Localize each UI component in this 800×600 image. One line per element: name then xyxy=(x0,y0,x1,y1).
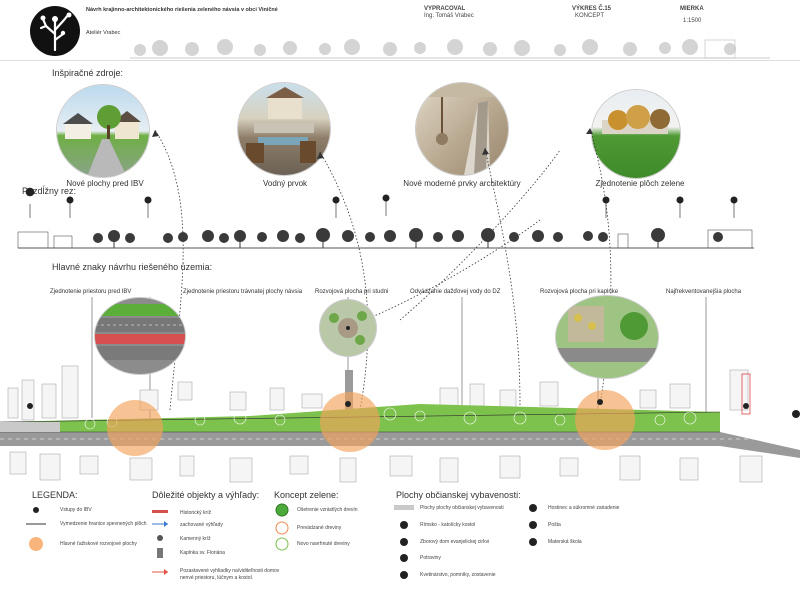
objects-label-views: zachované výhľady xyxy=(180,522,223,528)
tree-icon xyxy=(39,12,72,52)
section-pins xyxy=(25,187,738,218)
inspiration-image-ibv xyxy=(57,85,149,177)
legend-title: LEGENDA: xyxy=(32,490,78,500)
inspiration-caption-ibv: Nové plochy pred IBV xyxy=(66,179,144,188)
prepared-label: VYPRACOVAL xyxy=(424,6,466,12)
greenery-label-new: Novo navrhnuté dreviny xyxy=(297,541,350,547)
greenery-label-care: Ošetrenie vzrástlých drevín xyxy=(297,507,358,513)
feature-label-lawn: Zjednotenie priestoru trávnatej plochy n… xyxy=(183,289,303,295)
detail-circle-ibv xyxy=(95,298,185,374)
studio-logo xyxy=(30,6,80,56)
detail-circle-well xyxy=(320,300,376,356)
inspiration-caption-modern: Nové moderné prvky architektúry xyxy=(403,179,521,188)
header-divider xyxy=(0,60,800,61)
civic-label-church: Rímsko - katolícky kostol xyxy=(420,522,476,528)
objects-label-suspended-views-2: nenvé priestoru, lúčnym a kostol. xyxy=(180,575,254,581)
legend-label-paved-boundary: Vymedzenie hranice spevnených plôch xyxy=(60,521,147,527)
civic-label-grocery: Potraviny xyxy=(420,555,441,561)
feature-label-well: Rozvojová plocha pri studni xyxy=(315,289,389,295)
legend-label-focal-areas: Hlavné ťažiskové rozvojové plochy xyxy=(60,541,137,547)
site-plan xyxy=(0,365,800,483)
studio-name: Ateliér Vrabec xyxy=(86,30,121,36)
civic-label-inn: Hostinec a súkromné zariadenie xyxy=(548,505,620,511)
civic-label-area: Plochy plochy občianskej vybavenosti xyxy=(420,505,504,511)
feature-label-busiest: Najfrekventovanejšia plocha xyxy=(666,289,742,295)
objects-label-historical-cross: Historický kríž xyxy=(180,510,212,516)
inspiration-caption-green: Zjednotenie plôch zelene xyxy=(595,179,685,188)
greenery-title: Koncept zelene: xyxy=(274,490,339,500)
civic-label-post: Pošta xyxy=(548,522,561,528)
civic-label-florist: Kvetinárstvo, pomníky, zostavenie xyxy=(420,572,496,578)
objects-symbols xyxy=(152,510,168,575)
drawing-type: KONCEPT xyxy=(575,13,605,19)
longitudinal-section xyxy=(17,187,754,249)
greenery-label-moved: Prevádzané dreviny xyxy=(297,525,342,531)
civic-symbols-right xyxy=(529,504,537,546)
objects-label-chapel: Kaplnka sv. Floriána xyxy=(180,550,225,556)
features-title: Hlavné znaky návrhu riešeného územia: xyxy=(52,262,213,272)
objects-label-suspended-views: Pozastavené vyhliadky na/viditeľnosti do… xyxy=(180,568,280,574)
drawing-number: VÝKRES Č.15 xyxy=(572,6,612,12)
legend-label-ibv-entry: Vstupy do IBV xyxy=(60,507,92,513)
civic-symbols-left xyxy=(394,505,414,579)
prepared-by: Ing. Tomáš Vrabec xyxy=(424,13,474,19)
section-title: Pozdĺžny rez: xyxy=(22,186,77,196)
legend-column-1-symbols xyxy=(26,507,46,551)
inspiration-image-water xyxy=(238,83,330,175)
inspiration-image-modern xyxy=(416,83,508,175)
greenery-symbols xyxy=(275,503,289,551)
feature-label-ibv: Zjednotenie priestoru pred IBV xyxy=(50,289,132,295)
scale-value: 1:1500 xyxy=(683,18,702,24)
objects-label-stone-cross: Kamenný kríž xyxy=(180,536,211,542)
inspiration-caption-water: Vodný prvok xyxy=(262,179,308,188)
feature-label-chapel: Rozvojová plocha pri kaplnke xyxy=(540,289,619,295)
detail-circle-chapel xyxy=(556,296,658,378)
civic-label-kindergarten: Materská škola xyxy=(548,539,582,545)
objects-title: Dôležité objekty a výhľady: xyxy=(152,490,260,500)
header-silhouette xyxy=(130,39,770,59)
inspiration-image-green xyxy=(592,90,680,178)
civic-title: Plochy občianskej vybavenosti: xyxy=(396,490,521,500)
project-title: Návrh krajinno-architektonického riešeni… xyxy=(86,7,278,13)
inspiration-title: Inšpiračné zdroje: xyxy=(52,68,124,78)
scale-label: MIERKA xyxy=(680,6,704,12)
feature-label-rainwater: Odvádzanie dažďovej vody do DZ xyxy=(410,289,501,295)
civic-label-evangelical: Zborový dom evanjelickej cirkvi xyxy=(420,539,490,545)
